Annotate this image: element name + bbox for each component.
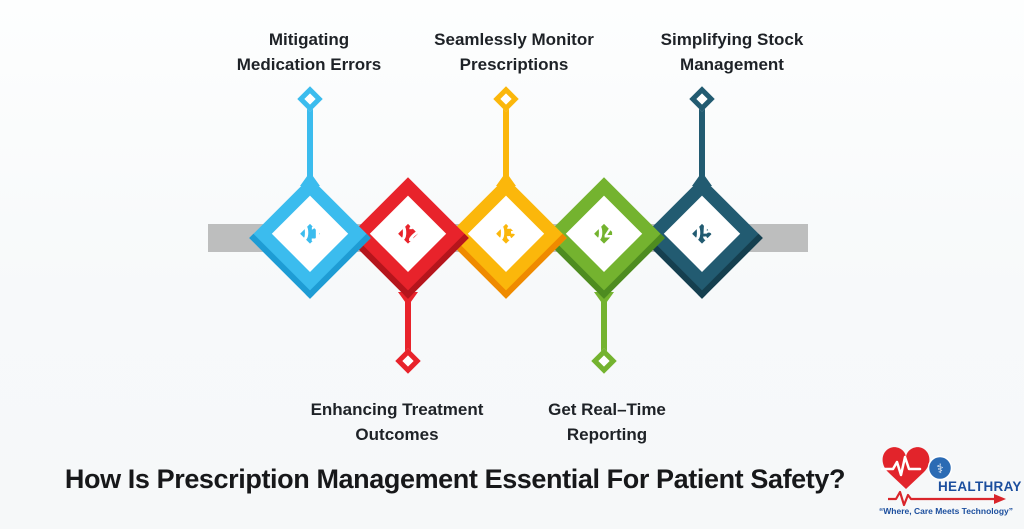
step-group-01: 01: [249, 0, 371, 460]
medical-circle-icon: [927, 455, 953, 481]
step-04-number: 04: [589, 219, 619, 247]
step-04-connector-line: [594, 290, 614, 360]
step-01-diamond: 01: [249, 177, 371, 299]
step-02-connector-line: [398, 290, 418, 360]
step-05-label: Simplifying Stock Management: [660, 30, 804, 74]
step-02-label: Enhancing Treatment Outcomes: [310, 400, 484, 444]
step-02-diamond-core: 02: [394, 220, 423, 247]
step-01-marker-diamond-icon: [297, 86, 323, 112]
page-title: How Is Prescription Management Essential…: [64, 464, 846, 494]
heart-ecg-line-icon: [880, 455, 922, 477]
step-03-diamond-core: 03: [492, 220, 521, 247]
ecg-arrowhead-icon: [994, 494, 1006, 504]
step-group-03: 03: [445, 0, 567, 460]
step-group-05: 05: [641, 0, 763, 460]
step-04-diamond-core: 04: [590, 220, 619, 247]
step-05-diamond-core: 05: [688, 220, 717, 247]
brand-name: HEALTHRAY: [938, 479, 1022, 494]
step-05-marker-diamond-icon: [689, 86, 715, 112]
step-02-diamond-ring: 02: [369, 195, 447, 272]
brand-logo: ⚕ HEALTHRAY “Where, Care Meets Technolog…: [876, 442, 1022, 526]
step-03-marker-diamond-icon: [493, 86, 519, 112]
step-02-marker-diamond-icon: [395, 348, 421, 374]
step-01-connector-line: [300, 104, 320, 188]
step-group-02: 02: [347, 0, 469, 460]
step-05-connector-line: [692, 104, 712, 188]
step-05-diamond-ring: 05: [663, 195, 741, 272]
caduceus-icon: ⚕: [936, 462, 943, 477]
step-03-label: Seamlessly Monitor Prescriptions: [434, 30, 594, 74]
step-01-diamond-ring: 01: [271, 195, 349, 272]
step-group-04: 04: [543, 0, 665, 460]
step-03-diamond-ring: 03: [467, 195, 545, 272]
step-01-label: Mitigating Medication Errors: [236, 30, 382, 74]
step-05-number: 05: [687, 219, 717, 247]
step-02-number: 02: [393, 219, 423, 247]
step-04-marker-diamond-icon: [591, 348, 617, 374]
ecg-arrow-line-icon: [888, 490, 994, 507]
logo-graphic: ⚕: [880, 447, 1006, 507]
step-03-connector-line: [496, 104, 516, 188]
heart-icon: [882, 447, 930, 489]
step-01-number: 01: [295, 219, 325, 247]
step-04-diamond-ring: 04: [565, 195, 643, 272]
step-01-diamond-core: 01: [296, 220, 325, 247]
brand-tagline: “Where, Care Meets Technology”: [879, 506, 1013, 516]
step-04-label: Get Real–Time Reporting: [548, 400, 666, 444]
step-03-number: 03: [491, 219, 521, 247]
